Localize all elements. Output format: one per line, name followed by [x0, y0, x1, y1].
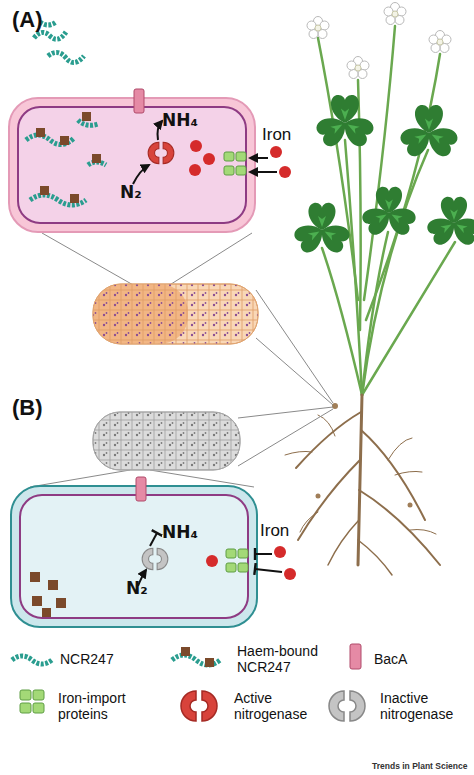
inactive-nitrogenase — [142, 548, 168, 569]
free-haem — [30, 572, 66, 617]
active-nodule — [93, 284, 258, 344]
inner-membrane — [18, 107, 246, 223]
legend-label: Inactive nitrogenase — [380, 690, 470, 722]
baca-transporter — [136, 477, 146, 501]
iron-import-proteins — [226, 549, 248, 572]
haem-bound-peptides — [26, 112, 106, 205]
chemical-formula: NH₄ — [162, 523, 198, 542]
legend-label: NCR247 — [60, 651, 150, 667]
import-arrow — [250, 157, 268, 159]
reaction-arrow — [133, 165, 149, 184]
legend-label: Haem-bound NCR247 — [237, 643, 332, 675]
legend-label: Iron-import proteins — [58, 690, 150, 722]
iron-import-proteins — [224, 152, 246, 175]
legend-label: BacA — [374, 651, 464, 667]
iron-label: Iron — [260, 522, 289, 541]
inactive-nodule — [93, 412, 240, 470]
chemical-formula: NH₄ — [162, 111, 198, 130]
flowers — [307, 3, 451, 79]
panel-letter: (B) — [12, 396, 43, 420]
reaction-arrow — [158, 121, 163, 140]
inhibition-line — [150, 533, 157, 546]
inhibition-line — [255, 553, 272, 555]
iron-label: Iron — [262, 126, 291, 145]
iron-dot — [206, 555, 218, 567]
clover-leaves — [292, 95, 474, 255]
inhibition-line — [255, 569, 282, 572]
import-arrow — [250, 171, 277, 173]
chemical-formula: N₂ — [126, 579, 148, 598]
bacteroid-cell: NH₄ N₂ — [8, 97, 256, 233]
iron-dots — [189, 140, 291, 178]
stems — [318, 26, 455, 395]
reaction-arrow — [138, 570, 146, 586]
baca-transporter — [134, 89, 144, 113]
root-nodules — [316, 403, 413, 508]
active-nitrogenase — [148, 142, 174, 163]
legend-label: Active nitrogenase — [234, 690, 319, 722]
chemical-formula: N₂ — [120, 183, 142, 202]
panel-letter: (A) — [12, 8, 43, 32]
watermark: Trends in Plant Science — [372, 762, 467, 771]
inner-membrane — [20, 495, 248, 618]
bacteroid-cell: NH₄ N₂ — [10, 485, 258, 628]
iron-dots — [274, 546, 296, 580]
roots — [285, 395, 440, 575]
leader-lines — [30, 233, 333, 487]
